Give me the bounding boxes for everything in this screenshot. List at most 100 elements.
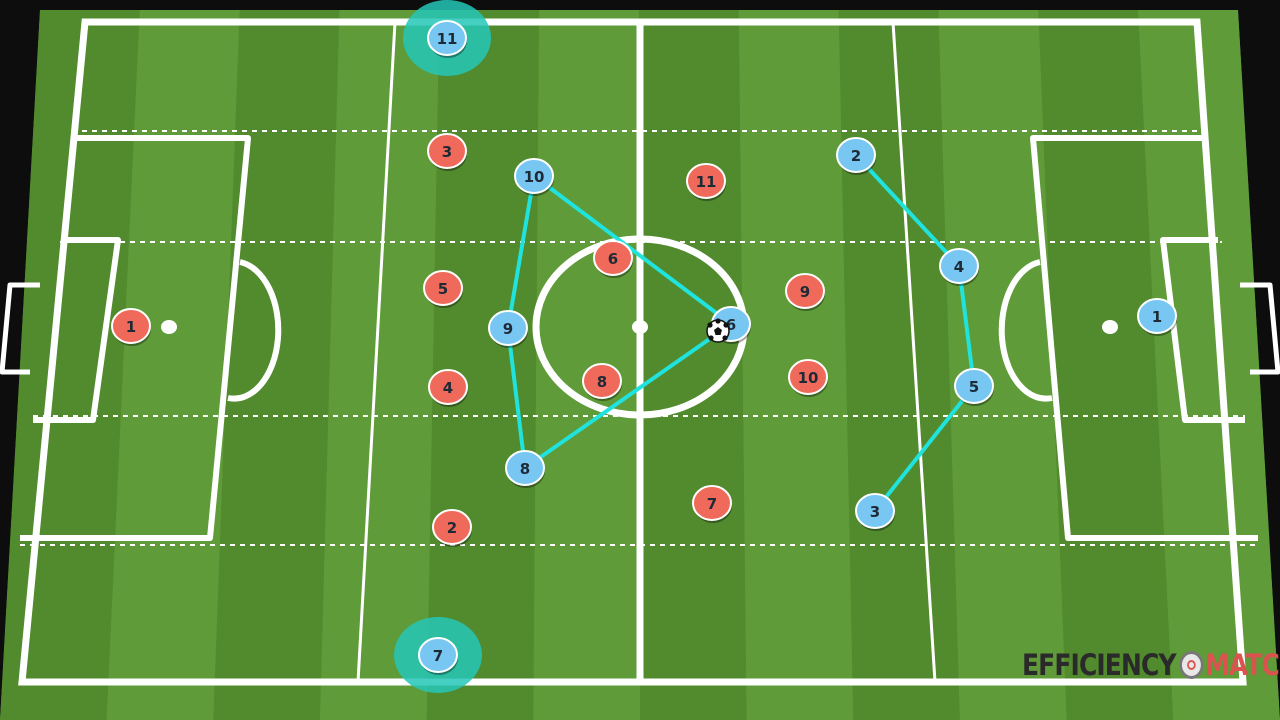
token-disc (692, 485, 732, 521)
red-player-8: 8 (582, 363, 622, 401)
token-number: 6 (726, 316, 736, 334)
token-disc (111, 308, 151, 344)
blue-player-9: 9 (488, 310, 528, 348)
token-number: 2 (447, 519, 457, 537)
passing-links (506, 153, 976, 513)
token-disc (836, 137, 876, 173)
blue-player-7: 7 (394, 617, 482, 693)
red-player-1: 1 (111, 308, 151, 346)
red-player-10: 10 (788, 359, 828, 397)
link-line-8-6 (523, 322, 733, 470)
link-line-2-4 (854, 153, 961, 268)
red-player-6: 6 (593, 240, 633, 278)
token-number: 5 (438, 280, 448, 298)
blue-player-11: 11 (403, 0, 491, 76)
left-goal-area (33, 237, 121, 423)
link-line-9-8 (506, 326, 527, 470)
token-disc (855, 493, 895, 529)
right-goal (1240, 282, 1280, 375)
grass-stripe (533, 10, 640, 720)
token-number: 4 (443, 379, 453, 397)
token-disc (427, 133, 467, 169)
token-number: 7 (433, 647, 443, 665)
red-player-2: 2 (432, 509, 472, 547)
token-disc (432, 509, 472, 545)
link-line-4-5 (957, 264, 976, 388)
token-disc (785, 273, 825, 309)
token-number: 7 (707, 495, 717, 513)
token-number: 3 (442, 143, 452, 161)
token-disc (954, 368, 994, 404)
token-disc (939, 248, 979, 284)
token-disc (582, 363, 622, 399)
soccer-ball-icon (706, 318, 730, 343)
left-penalty-box (20, 135, 251, 541)
link-line-10-9 (506, 174, 536, 330)
grass-stripe (320, 10, 440, 720)
red-player-5: 5 (423, 270, 463, 308)
token-disc (423, 270, 463, 306)
token-number: 1 (1152, 308, 1162, 326)
grass-stripe (426, 10, 540, 720)
token-number: 4 (954, 258, 964, 276)
token-number: 11 (696, 173, 717, 191)
pitch-markings (0, 18, 1280, 686)
red-player-3: 3 (427, 133, 467, 171)
grass-stripe (838, 10, 960, 720)
ball-logo-icon (1179, 651, 1204, 679)
brand-word-efficiency: EFFICIENCY (1022, 648, 1177, 682)
blue-player-10: 10 (514, 158, 554, 196)
token-number: 3 (870, 503, 880, 521)
pitch-boundary (18, 18, 1247, 686)
blue-player-1: 1 (1137, 298, 1177, 336)
token-disc (788, 359, 828, 395)
left-goal (0, 282, 40, 375)
blue-player-2: 2 (836, 137, 876, 175)
channel-line-left (356, 21, 397, 683)
token-number: 5 (969, 378, 979, 396)
token-number: 10 (524, 168, 545, 186)
token-disc (488, 310, 528, 346)
blue-player-5: 5 (954, 368, 994, 406)
token-disc (593, 240, 633, 276)
token-number: 10 (798, 369, 819, 387)
token-disc (428, 369, 468, 405)
token-number: 11 (437, 30, 458, 48)
right-goal-area (1160, 237, 1245, 423)
token-number: 8 (597, 373, 607, 391)
token-number: 1 (126, 318, 136, 336)
players-layer: 1 3 5 4 2 6 8 11 9 10 7 11 10 9 8 7 6 2 4 5 3 1 (111, 0, 1177, 693)
grass-stripe (1038, 10, 1174, 720)
red-player-7: 7 (692, 485, 732, 523)
token-number: 2 (851, 147, 861, 165)
red-player-11: 11 (686, 163, 726, 201)
link-line-5-3 (873, 384, 976, 513)
right-penalty-spot (1102, 320, 1118, 334)
blue-player-8: 8 (505, 450, 545, 488)
token-disc (514, 158, 554, 194)
token-disc (418, 637, 458, 673)
token-disc (686, 163, 726, 199)
token-number: 9 (800, 283, 810, 301)
red-player-9: 9 (785, 273, 825, 311)
grass-stripe (106, 10, 240, 720)
token-number: 6 (608, 250, 618, 268)
brand-word-match: MATC (1204, 648, 1280, 682)
token-number: 8 (520, 460, 530, 478)
channel-line-right (891, 21, 937, 683)
link-line-6-10 (532, 174, 733, 326)
center-spot (632, 320, 648, 334)
brand-watermark: EFFICIENCY MATC (1022, 645, 1280, 685)
token-disc (1137, 298, 1177, 334)
grass-stripe (1138, 10, 1280, 720)
right-penalty-arc (998, 259, 1053, 402)
token-disc (505, 450, 545, 486)
token-number: 9 (503, 320, 513, 338)
left-penalty-spot (161, 320, 177, 334)
token-disc (427, 20, 467, 56)
blue-player-3: 3 (855, 493, 895, 531)
left-penalty-arc (227, 259, 282, 402)
right-penalty-box (1030, 135, 1258, 541)
